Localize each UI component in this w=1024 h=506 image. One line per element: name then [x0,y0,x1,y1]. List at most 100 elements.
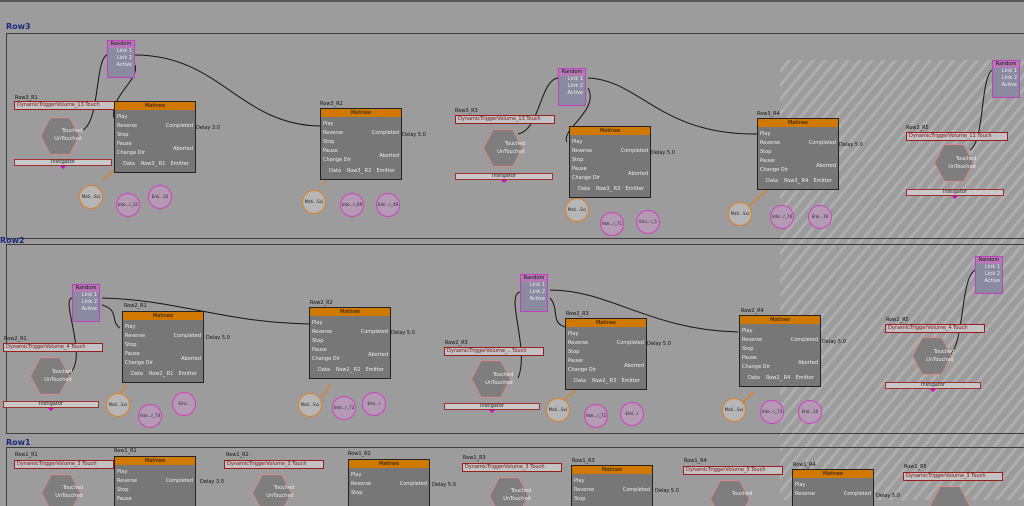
matinee-change-dir[interactable]: Change Dir [572,175,601,181]
row2-random-2[interactable]: Random Link 1 Link 2 Active [520,274,548,312]
row2-r1-instigator[interactable]: Instigator [3,401,99,411]
matinee-change-dir[interactable]: Change Dir [323,157,352,163]
matinee-stop[interactable]: Stop [117,487,129,493]
row3-interp-var-4[interactable]: Inte...r_70 [770,205,794,229]
matinee-reverse[interactable]: Reverse [323,130,344,136]
row3-r3-trigger-event[interactable]: DynamicTriggerVolume_13 Touch [455,115,555,124]
row3-r5-trigger-hex[interactable] [934,144,974,182]
row2-matinee-var-4[interactable]: Mati...Sx) [722,398,746,422]
row1-matinee-1[interactable]: Matinee Play Reverse Stop Pause Complete… [114,456,196,506]
row2-emitter-var-3[interactable]: Emi...r [620,402,644,426]
matinee-stop[interactable]: Stop [323,139,335,145]
row2-interp-var-3[interactable]: Inte...r_72 [584,404,608,428]
matinee-completed[interactable]: Completed [616,340,644,346]
matinee-reverse[interactable]: Reverse [572,148,593,154]
row3-random-1[interactable]: Random Link 1 Link 2 Active [107,40,135,78]
row3-random-2[interactable]: Random Link 1 Link 2 Active [558,68,586,106]
matinee-aborted[interactable]: Aborted [798,360,818,366]
matinee-play[interactable]: Play [760,131,771,137]
matinee-pause[interactable]: Pause [760,158,775,164]
row3-interp-var-2[interactable]: Inte...r_69 [340,193,364,217]
random-link2[interactable]: Link 2 [116,55,132,61]
row2-random-3[interactable]: Random Link 1 Link 2 Active [975,256,1003,294]
matinee-play[interactable]: Play [572,139,583,145]
matinee-completed[interactable]: Completed [371,130,399,136]
row1-r4-trigger-event[interactable]: DynamicTriggerVolume_3 Touch [683,466,783,475]
matinee-aborted[interactable]: Aborted [628,171,648,177]
row2-r3-trigger-event[interactable]: DynamicTriggerVolume_.. Touch [444,347,544,356]
row3-matinee-1[interactable]: Matinee Play Reverse Stop Pause Change D… [114,101,196,173]
row3-r3-instigator[interactable]: Instigator [455,173,553,183]
row2-matinee-var-1[interactable]: Mati...Sx) [106,393,130,417]
matinee-stop[interactable]: Stop [572,157,584,163]
matinee-completed[interactable]: Completed [399,481,427,487]
matinee-pause[interactable]: Pause [568,358,583,364]
matinee-pause[interactable]: Pause [742,355,757,361]
matinee-play[interactable]: Play [312,320,323,326]
matinee-stop[interactable]: Stop [760,149,772,155]
row3-r5-trigger-event[interactable]: DynamicTriggerVolume_11 Touch [906,132,1008,141]
row3-matinee-4[interactable]: Matinee Play Reverse Stop Pause Change D… [757,118,839,190]
matinee-reverse[interactable]: Reverse [351,481,372,487]
matinee-completed[interactable]: Completed [173,333,201,339]
random-link2[interactable]: Link 2 [529,289,545,295]
matinee-reverse[interactable]: Reverse [795,491,816,497]
random-link1[interactable]: Link 1 [529,282,545,288]
row2-emitter-var-4[interactable]: Emi...10 [798,400,822,424]
matinee-play[interactable]: Play [117,114,128,120]
row2-r5-trigger-event[interactable]: DynamicTriggerVolume_4 Touch [885,324,985,333]
row2-interp-var-4[interactable]: Inte...r_73 [760,400,784,424]
row3-matinee-2[interactable]: Matinee Play Reverse Stop Pause Change D… [320,108,402,180]
matinee-completed[interactable]: Completed [622,487,650,493]
matinee-completed[interactable]: Completed [790,337,818,343]
row2-matinee-var-3[interactable]: Mati...Sx) [546,398,570,422]
row3-r5-instigator[interactable]: Instigator [906,189,1004,199]
random-link2[interactable]: Link 2 [1001,75,1017,81]
row1-matinee-4[interactable]: Matinee Play Reverse Completed [792,469,874,506]
random-link1[interactable]: Link 1 [567,76,583,82]
row2-matinee-var-2[interactable]: Mati...Sx) [298,393,322,417]
random-link2[interactable]: Link 2 [81,299,97,305]
matinee-aborted[interactable]: Aborted [379,153,399,159]
matinee-stop[interactable]: Stop [125,342,137,348]
matinee-completed[interactable]: Completed [360,329,388,335]
matinee-reverse[interactable]: Reverse [125,333,146,339]
matinee-aborted[interactable]: Aborted [181,356,201,362]
row3-matinee-var-3[interactable]: Mati...Sx) [565,198,589,222]
matinee-reverse[interactable]: Reverse [760,140,781,146]
matinee-aborted[interactable]: Aborted [173,146,193,152]
row2-r3-instigator[interactable]: Instigator [444,403,540,413]
row2-random-1[interactable]: Random Link 1 Link 2 Active [72,284,100,322]
matinee-stop[interactable]: Stop [742,346,754,352]
row1-r5-trigger-hex[interactable] [930,486,970,506]
random-link2[interactable]: Link 2 [567,83,583,89]
row1-matinee-2[interactable]: Matinee Play Reverse Stop Completed [348,459,430,506]
row2-r5-trigger-hex[interactable] [912,337,952,375]
matinee-pause[interactable]: Pause [117,496,132,502]
row3-interp-var-3[interactable]: Inte...r_71 [600,212,624,236]
row2-emitter-var-2[interactable]: Emi...r [362,392,386,416]
random-link1[interactable]: Link 1 [1001,68,1017,74]
matinee-completed[interactable]: Completed [165,123,193,129]
matinee-pause[interactable]: Pause [312,347,327,353]
matinee-pause[interactable]: Pause [125,351,140,357]
matinee-play[interactable]: Play [568,331,579,337]
row1-r3-trigger-event[interactable]: DynamicTriggerVolume_3 Touch [462,463,562,472]
row2-matinee-1[interactable]: Matinee Play Reverse Stop Pause Change D… [122,311,204,383]
row2-r1-trigger-event[interactable]: DynamicTriggerVolume_4 Touch [3,343,103,352]
matinee-reverse[interactable]: Reverse [568,340,589,346]
row2-r1-trigger-hex[interactable] [30,357,70,395]
row2-r5-instigator[interactable]: Instigator [885,382,981,392]
row3-random-3[interactable]: Random Link 1 Link 2 Active [992,60,1020,98]
matinee-stop[interactable]: Stop [351,490,363,496]
row3-interp-var-1[interactable]: Inte...r_31 [116,193,140,217]
matinee-play[interactable]: Play [742,328,753,334]
matinee-reverse[interactable]: Reverse [312,329,333,335]
row2-matinee-2[interactable]: Matinee Play Reverse Stop Pause Change D… [309,307,391,379]
matinee-completed[interactable]: Completed [843,491,871,497]
matinee-stop[interactable]: Stop [568,349,580,355]
matinee-change-dir[interactable]: Change Dir [760,167,789,173]
row1-r2-trigger-event[interactable]: DynamicTriggerVolume_3 Touch [224,460,324,469]
row3-emitter-var-2[interactable]: Emi...r_49 [376,193,400,217]
